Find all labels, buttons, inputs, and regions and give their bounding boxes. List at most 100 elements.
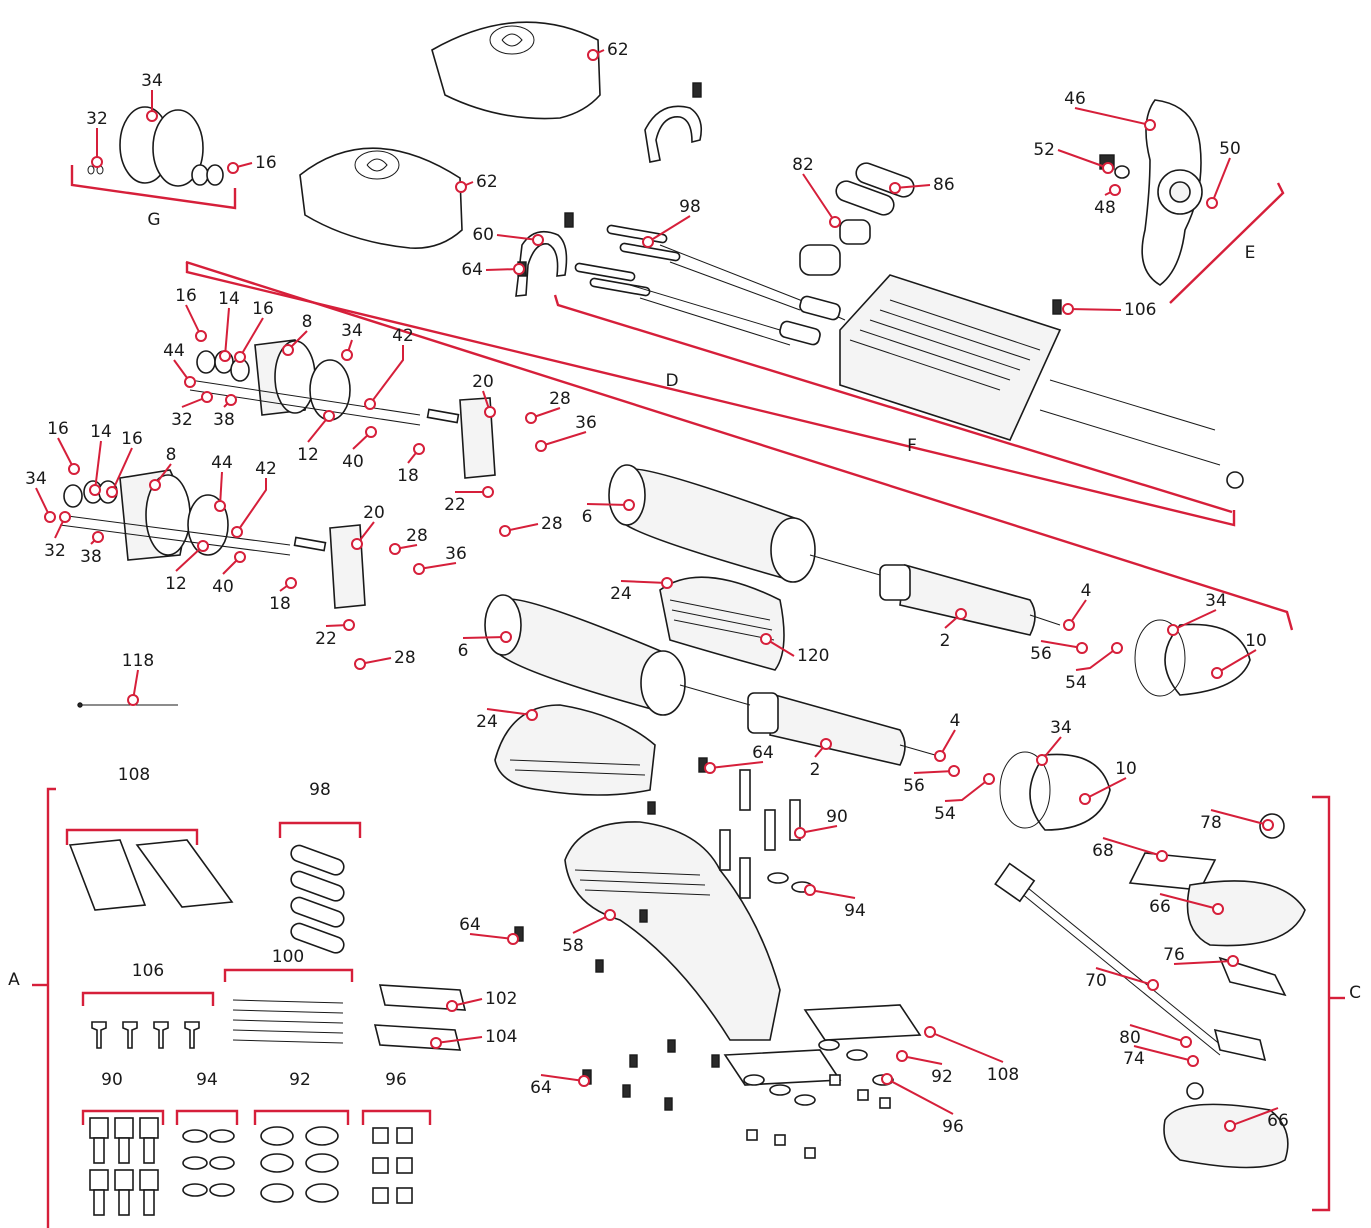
callout-number: 14 bbox=[90, 422, 112, 442]
leader-dot bbox=[955, 608, 967, 620]
group-bracket bbox=[553, 294, 1233, 514]
callout-D: D bbox=[665, 371, 678, 391]
leader-dot bbox=[44, 511, 56, 523]
hull-mount-58 bbox=[494, 704, 781, 1041]
callout-38: 38 bbox=[213, 394, 237, 430]
callout-number: 8 bbox=[166, 445, 177, 465]
callout-number: E bbox=[1245, 243, 1256, 263]
callout-24: 24 bbox=[610, 577, 673, 604]
callout-number: 2 bbox=[940, 631, 951, 651]
callout-number: 68 bbox=[1092, 841, 1114, 861]
leader-line bbox=[540, 431, 587, 447]
callout-number: F bbox=[907, 436, 917, 456]
leader-line bbox=[1173, 960, 1234, 965]
callout-number: 40 bbox=[212, 577, 234, 597]
group-brackets bbox=[32, 165, 1345, 1228]
group-bracket bbox=[65, 828, 199, 845]
callout-number: 106 bbox=[132, 961, 164, 981]
callout-94: 94 bbox=[804, 884, 866, 921]
callout-6: 6 bbox=[458, 631, 512, 661]
leader-dot bbox=[1212, 903, 1224, 915]
leader-dot bbox=[525, 412, 537, 424]
callout-number: 94 bbox=[844, 901, 866, 921]
leader-line bbox=[540, 1074, 585, 1082]
callout-2: 2 bbox=[810, 738, 832, 780]
leader-line bbox=[886, 1078, 954, 1115]
leader-dot bbox=[231, 526, 243, 538]
leader-dot bbox=[889, 182, 901, 194]
leader-line bbox=[809, 889, 856, 899]
leader-dot bbox=[364, 398, 376, 410]
callout-34: 34 bbox=[1167, 591, 1227, 636]
leader-dot bbox=[341, 349, 353, 361]
callout-number: 44 bbox=[211, 453, 233, 473]
callout-number: 60 bbox=[472, 225, 494, 245]
callout-94: 94 bbox=[196, 1070, 218, 1090]
callout-34: 34 bbox=[141, 71, 163, 122]
leader-line bbox=[236, 478, 267, 533]
callout-number: 66 bbox=[1149, 897, 1171, 917]
callout-104: 104 bbox=[430, 1027, 517, 1049]
callout-G: G bbox=[147, 210, 160, 230]
group-bracket bbox=[253, 1109, 350, 1125]
leader-line bbox=[1129, 1024, 1187, 1043]
callout-34: 34 bbox=[341, 321, 363, 361]
callout-16: 16 bbox=[234, 299, 274, 363]
callout-number: 78 bbox=[1200, 813, 1222, 833]
callout-number: 18 bbox=[397, 466, 419, 486]
callout-number: 108 bbox=[987, 1065, 1019, 1085]
leader-dot bbox=[285, 577, 297, 589]
callout-number: 62 bbox=[476, 172, 498, 192]
leader-dot bbox=[195, 330, 207, 342]
callout-58: 58 bbox=[562, 909, 616, 956]
callout-number: 28 bbox=[394, 648, 416, 668]
callout-40: 40 bbox=[342, 426, 377, 472]
callout-number: 16 bbox=[255, 153, 277, 173]
callout-number: 120 bbox=[797, 646, 829, 666]
callout-66: 66 bbox=[1149, 893, 1224, 917]
leader-dot bbox=[92, 531, 104, 543]
callout-96: 96 bbox=[385, 1070, 407, 1090]
callout-number: 94 bbox=[196, 1070, 218, 1090]
callout-98: 98 bbox=[642, 197, 701, 248]
o-ring-set bbox=[87, 106, 224, 187]
callout-number: 10 bbox=[1115, 759, 1137, 779]
leader-dot bbox=[455, 181, 467, 193]
callout-number: 64 bbox=[459, 915, 481, 935]
callout-number: 54 bbox=[1065, 673, 1087, 693]
callout-70: 70 bbox=[1085, 967, 1159, 991]
leader-line bbox=[486, 708, 533, 716]
leader-line bbox=[944, 778, 990, 802]
callout-number: 90 bbox=[826, 807, 848, 827]
leader-dot bbox=[1156, 850, 1168, 862]
leader-dot bbox=[507, 933, 519, 945]
callout-number: 104 bbox=[485, 1027, 517, 1047]
group-bracket bbox=[361, 1109, 432, 1125]
leader-dot bbox=[219, 350, 231, 362]
group-bracket bbox=[175, 1109, 239, 1125]
leader-line bbox=[1211, 157, 1231, 204]
callout-14: 14 bbox=[218, 289, 240, 362]
callout-60: 60 bbox=[472, 225, 544, 246]
leader-line bbox=[111, 447, 133, 493]
callout-16: 16 bbox=[47, 419, 80, 475]
callout-78: 78 bbox=[1200, 809, 1274, 833]
motor-upper bbox=[809, 554, 1061, 636]
callout-42: 42 bbox=[231, 459, 277, 538]
motor-tube-lower bbox=[484, 594, 686, 716]
callout-number: 16 bbox=[47, 419, 69, 439]
callout-number: 28 bbox=[549, 389, 571, 409]
leader-dot bbox=[413, 443, 425, 455]
leader-line bbox=[1057, 149, 1109, 169]
callout-number: 64 bbox=[530, 1078, 552, 1098]
cover-top bbox=[431, 21, 601, 120]
leader-dot bbox=[513, 263, 525, 275]
leader-line bbox=[1172, 609, 1217, 631]
leader-dot bbox=[983, 773, 995, 785]
leader-dot bbox=[1111, 642, 1123, 654]
leader-dot bbox=[91, 156, 103, 168]
callout-10: 10 bbox=[1211, 631, 1267, 679]
callout-86: 86 bbox=[889, 175, 955, 195]
callout-64: 64 bbox=[530, 1074, 590, 1098]
